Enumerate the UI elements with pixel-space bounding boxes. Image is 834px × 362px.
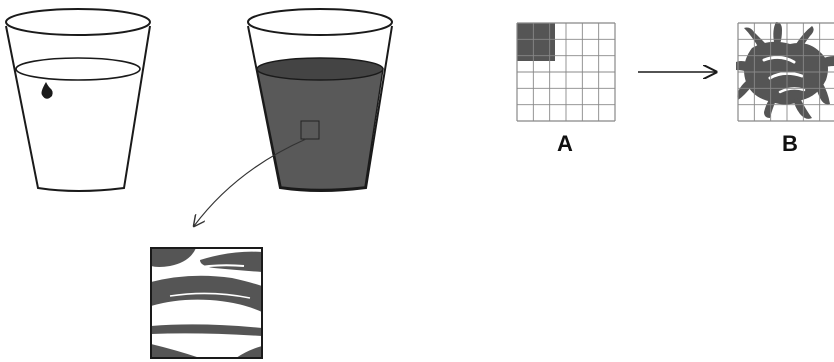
grid-a-label: A xyxy=(557,131,573,156)
grid-b xyxy=(736,22,834,121)
glass-1-body xyxy=(6,26,150,191)
glass-with-dye xyxy=(248,9,392,191)
zoomed-mixing-inset xyxy=(151,248,262,358)
grid-a xyxy=(517,23,615,121)
glass-with-drop xyxy=(6,9,150,191)
grid-b-label: B xyxy=(782,131,798,156)
glass-2-water-surface xyxy=(257,58,383,80)
glass-1-rim xyxy=(6,9,150,35)
